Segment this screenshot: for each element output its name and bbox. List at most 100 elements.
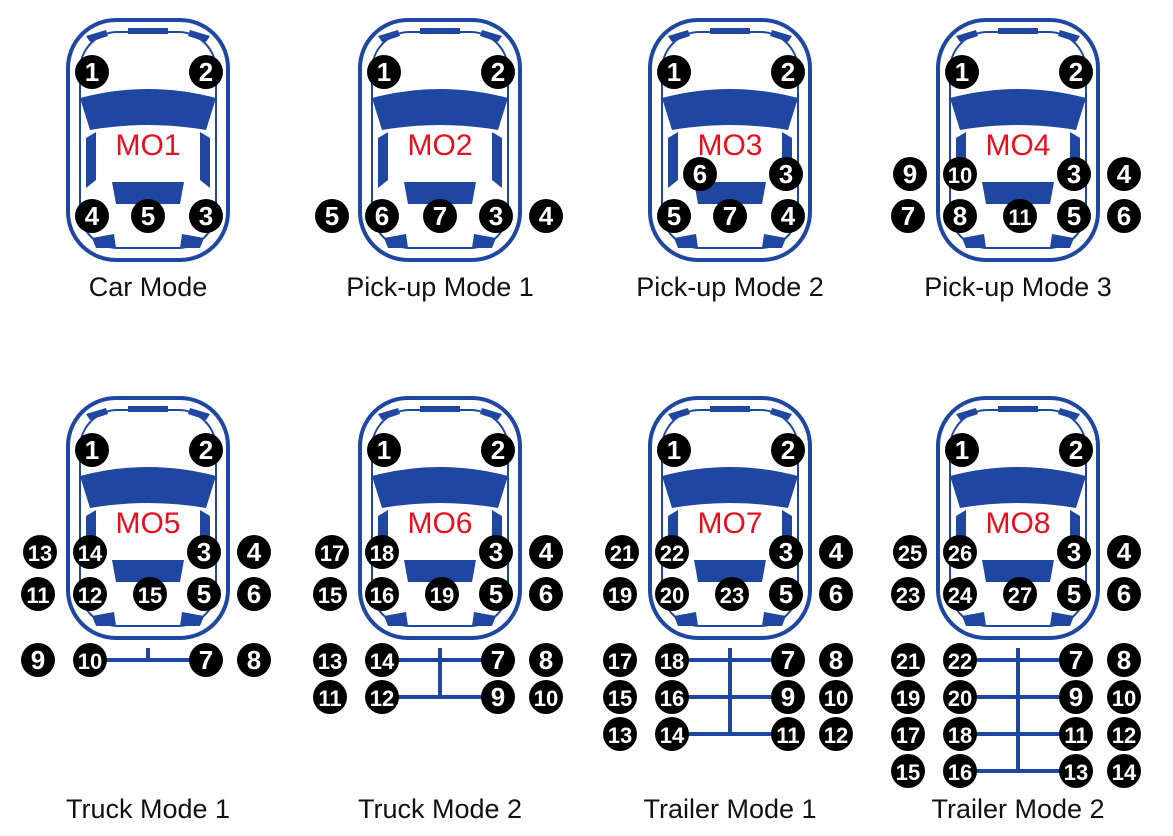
badge-circle: [237, 643, 271, 677]
badge-circle: [891, 680, 925, 714]
badge-circle: [891, 199, 925, 233]
mode-code-label: MO5: [115, 507, 180, 540]
tire-position-number: 22: [660, 541, 684, 566]
tire-position-number: 11: [26, 583, 49, 608]
tire-position-badge: 6: [1107, 577, 1141, 611]
tire-position-number: 10: [824, 686, 848, 711]
badge-circle: [891, 754, 925, 788]
tire-position-number: 22: [948, 649, 972, 674]
badge-circle: [819, 643, 853, 677]
tire-position-badge: 11: [313, 680, 347, 714]
badge-circle: [367, 55, 401, 89]
badge-circle: [313, 643, 347, 677]
tire-position-badge: 9: [481, 680, 515, 714]
badge-circle: [1057, 199, 1091, 233]
tire-position-number: 11: [1064, 723, 1087, 748]
tire-position-number: 5: [197, 579, 211, 609]
badge-circle: [893, 157, 927, 191]
tire-position-badge: 7: [481, 643, 515, 677]
badge-circle: [1107, 717, 1141, 751]
tire-position-number: 13: [318, 649, 342, 674]
tire-position-number: 3: [197, 537, 211, 567]
badge-circle: [655, 577, 689, 611]
tire-position-number: 5: [779, 579, 793, 609]
tire-position-number: 14: [660, 723, 685, 748]
tire-position-number: 21: [896, 649, 920, 674]
tire-position-badge: 15: [313, 577, 347, 611]
tire-position-number: 8: [247, 645, 261, 675]
badge-circle: [657, 433, 691, 467]
tire-position-badge: 2: [481, 55, 515, 89]
badge-circle: [479, 199, 513, 233]
mode-code-label: MO4: [985, 129, 1050, 162]
tire-position-number: 2: [199, 57, 213, 87]
badge-circle: [1107, 157, 1141, 191]
badge-circle: [819, 680, 853, 714]
tire-position-badge: 1: [945, 55, 979, 89]
tire-position-badge: 1: [75, 433, 109, 467]
badge-circle: [1003, 199, 1037, 233]
tire-position-badge: 3: [189, 199, 223, 233]
badge-circle: [131, 199, 165, 233]
tire-position-number: 1: [955, 435, 969, 465]
tire-position-badge: 3: [479, 535, 513, 569]
badge-circle: [655, 535, 689, 569]
car-body-icon: [936, 396, 1100, 640]
tire-position-badge: 16: [655, 680, 689, 714]
tire-position-badge: 9: [1059, 680, 1093, 714]
badge-circle: [365, 199, 399, 233]
tire-position-badge: 5: [479, 577, 513, 611]
tire-position-number: 5: [1067, 579, 1081, 609]
tire-position-badge: 6: [237, 577, 271, 611]
taillight-icon: [962, 612, 986, 626]
mode-code-label: MO3: [697, 129, 762, 162]
tire-position-number: 18: [948, 723, 972, 748]
tire-position-badge: 8: [819, 643, 853, 677]
tire-position-number: 9: [903, 159, 917, 189]
tire-position-number: 12: [370, 686, 394, 711]
mode-caption: Pick-up Mode 2: [636, 272, 824, 302]
badge-circle: [769, 535, 803, 569]
headlight-icon: [378, 30, 400, 42]
taillight-icon: [762, 234, 786, 248]
badge-circle: [365, 680, 399, 714]
badge-circle: [315, 199, 349, 233]
badge-circle: [1057, 577, 1091, 611]
tire-position-badge: 10: [529, 680, 563, 714]
tire-position-number: 7: [901, 201, 915, 231]
badge-circle: [481, 643, 515, 677]
badge-circle: [529, 199, 563, 233]
rear-window-icon: [982, 560, 1054, 582]
tire-position-number: 23: [720, 583, 744, 608]
tire-position-number: 10: [78, 649, 102, 674]
tire-position-badge: 12: [365, 680, 399, 714]
badge-circle: [73, 535, 107, 569]
tire-position-badge: 27: [1003, 577, 1037, 611]
tire-position-badge: 4: [771, 199, 805, 233]
car-body-icon: [648, 396, 812, 640]
taillight-icon: [1050, 612, 1074, 626]
tire-position-badge: 5: [1057, 577, 1091, 611]
tire-position-badge: 17: [603, 643, 637, 677]
badge-circle: [313, 577, 347, 611]
tire-position-number: 8: [829, 645, 843, 675]
tire-position-badge: 19: [603, 577, 637, 611]
tire-position-number: 14: [1112, 760, 1137, 785]
tire-position-number: 7: [433, 201, 447, 231]
tire-position-badge: 2: [1059, 433, 1093, 467]
tire-position-number: 3: [489, 201, 503, 231]
badge-circle: [891, 577, 925, 611]
tire-position-number: 3: [1067, 159, 1081, 189]
badge-circle: [891, 717, 925, 751]
badge-circle: [771, 433, 805, 467]
tire-position-badge: 7: [189, 643, 223, 677]
tire-position-number: 4: [85, 201, 100, 231]
tire-position-number: 12: [78, 583, 102, 608]
tire-position-badge: 14: [1107, 754, 1141, 788]
tire-position-number: 4: [829, 537, 844, 567]
tire-position-number: 3: [779, 537, 793, 567]
hood-mark-icon: [420, 28, 460, 34]
badge-circle: [1057, 157, 1091, 191]
tire-position-badge: 2: [1059, 55, 1093, 89]
tire-position-number: 13: [1064, 760, 1088, 785]
